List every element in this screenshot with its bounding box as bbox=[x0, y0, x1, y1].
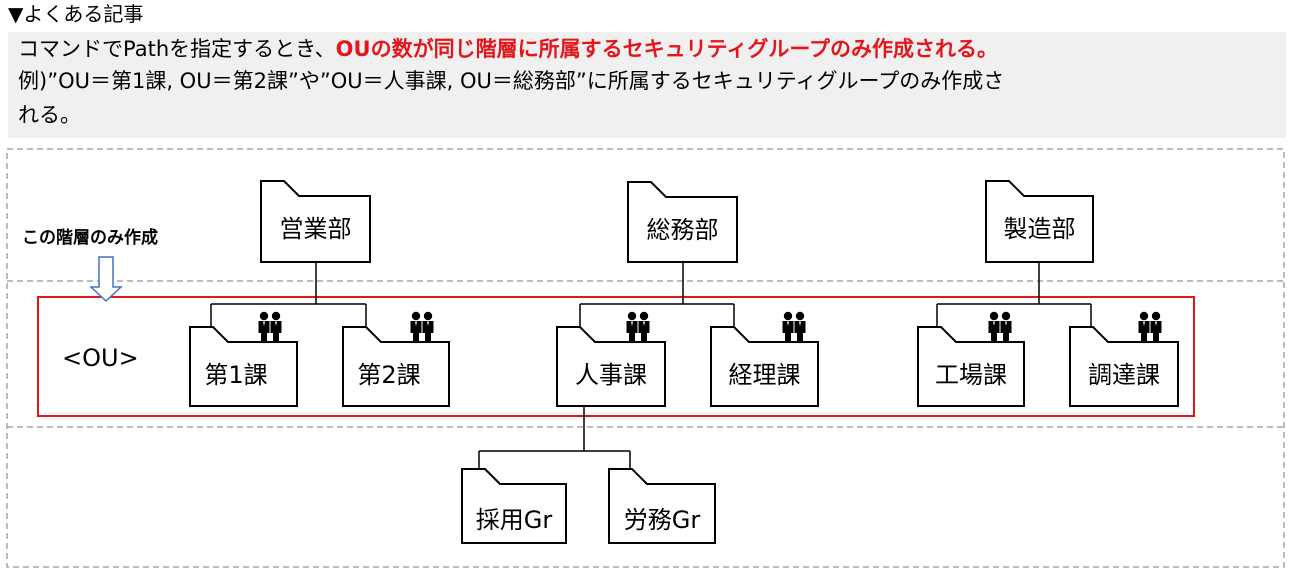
folder-label-chotatsuka: 調達課 bbox=[1088, 361, 1160, 389]
info-line-1: コマンドでPathを指定するとき、OUの数が同じ階層に所属するセキュリティグルー… bbox=[18, 34, 998, 64]
folder-label-kojoka: 工場課 bbox=[935, 361, 1007, 389]
folder-label-seizobu: 製造部 bbox=[1003, 215, 1076, 243]
people-pair-icon bbox=[626, 311, 650, 342]
people-pair-icon bbox=[782, 311, 806, 342]
folder-label-dai2ka: 第2課 bbox=[357, 361, 421, 389]
people-pair-icon bbox=[258, 311, 282, 342]
info-line-1-plain: コマンドでPathを指定するとき、 bbox=[18, 37, 336, 61]
folder-label-keirika: 経理課 bbox=[728, 361, 801, 389]
folder-label-dai1ka: 第1課 bbox=[204, 361, 268, 389]
heading: ▼よくある記事 bbox=[8, 2, 144, 26]
info-line-1-emphasis: OUの数が同じ階層に所属するセキュリティグループのみ作成される。 bbox=[335, 37, 999, 61]
folder-label-eigyobu: 営業部 bbox=[279, 215, 352, 243]
ou-layer-highlight bbox=[37, 296, 1195, 417]
people-pair-icon bbox=[410, 311, 434, 342]
create-layer-label: この階層のみ作成 bbox=[22, 228, 158, 248]
ou-label: <OU> bbox=[62, 344, 139, 372]
people-pair-icon bbox=[1138, 311, 1162, 342]
folder-label-jinjika: 人事課 bbox=[575, 361, 647, 389]
people-pair-icon bbox=[988, 311, 1012, 342]
folder-label-romu-gr: 労務Gr bbox=[623, 506, 701, 534]
folder-label-saiyo-gr: 採用Gr bbox=[475, 506, 553, 534]
folder-label-somubu: 総務部 bbox=[646, 216, 719, 244]
info-box: コマンドでPathを指定するとき、OUの数が同じ階層に所属するセキュリティグルー… bbox=[8, 32, 1286, 138]
info-line-3: れる。 bbox=[18, 103, 81, 127]
info-line-2: 例)”OU＝第1課, OU＝第2課”や”OU＝人事課, OU＝総務部”に所属する… bbox=[18, 69, 1005, 93]
down-arrow-icon bbox=[89, 256, 123, 303]
